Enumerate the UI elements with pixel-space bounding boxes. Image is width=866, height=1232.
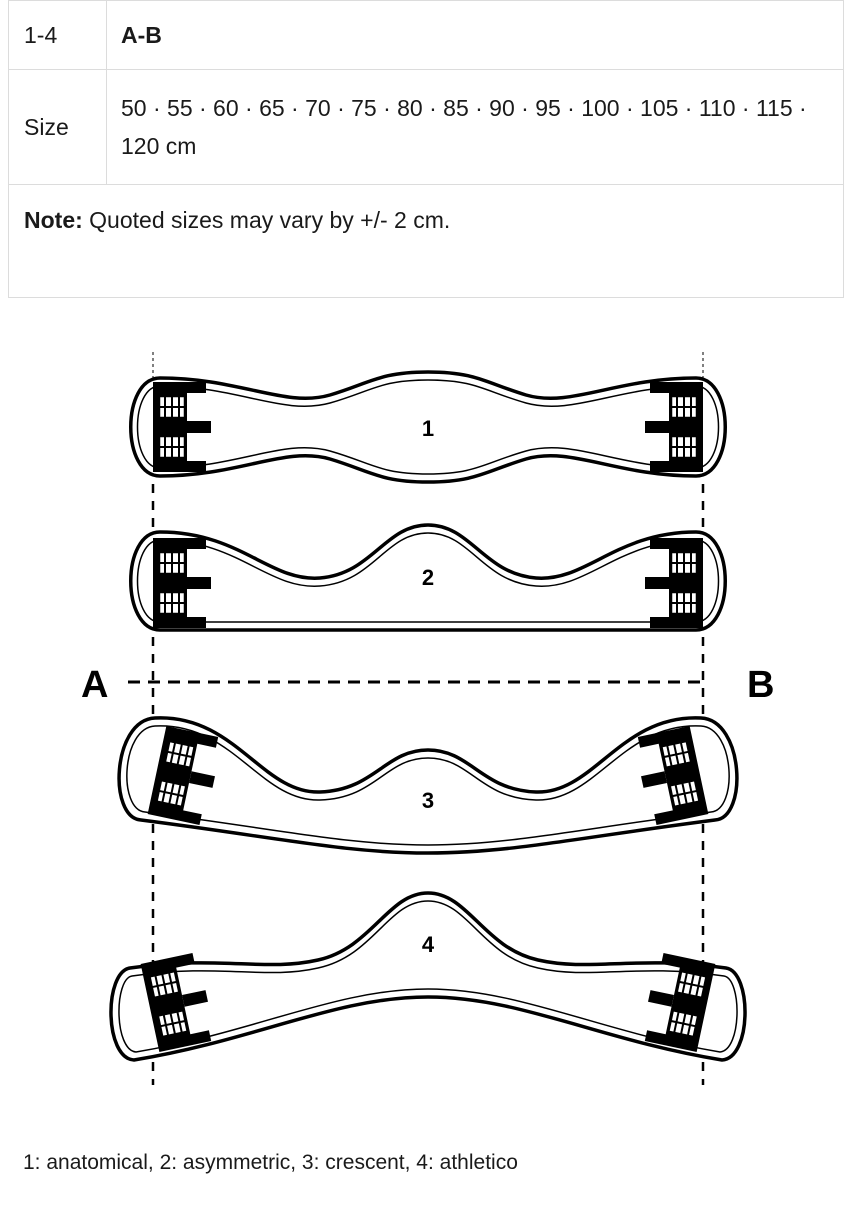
note-row: Note: Quoted sizes may vary by +/- 2 cm. — [8, 184, 844, 298]
row-value: A-B — [106, 0, 844, 70]
note-text: Quoted sizes may vary by +/- 2 cm. — [82, 207, 451, 233]
girth-number: 4 — [422, 932, 435, 957]
note-cell: Note: Quoted sizes may vary by +/- 2 cm. — [8, 184, 844, 298]
label-b: B — [747, 664, 774, 706]
table-row: Size 50 · 55 · 60 · 65 · 70 · 75 · 80 · … — [8, 69, 844, 185]
girth-4-athletico: 4 — [109, 891, 747, 1062]
label-a: A — [81, 664, 108, 706]
girth-number: 2 — [422, 565, 434, 590]
row-key: 1-4 — [8, 0, 107, 70]
girth-3-crescent: 3 — [117, 716, 739, 855]
girth-2-asymmetric: 2 — [129, 523, 727, 632]
note-label: Note: — [24, 207, 83, 233]
diagram-caption: 1: anatomical, 2: asymmetric, 3: crescen… — [23, 1151, 518, 1174]
note-line: Note: Quoted sizes may vary by +/- 2 cm. — [24, 207, 828, 234]
sizes-value: 50 · 55 · 60 · 65 · 70 · 75 · 80 · 85 · … — [106, 69, 844, 185]
girth-number: 3 — [422, 788, 434, 813]
girth-number: 1 — [422, 416, 434, 441]
girth-diagram: A B 1 2 3 4 — [81, 352, 774, 1085]
row-key: Size — [8, 69, 107, 185]
spec-table: 1-4 A-B Size 50 · 55 · 60 · 65 · 70 · 75… — [8, 0, 844, 298]
table-row: 1-4 A-B — [8, 0, 844, 70]
girth-1-anatomical: 1 — [129, 370, 727, 484]
